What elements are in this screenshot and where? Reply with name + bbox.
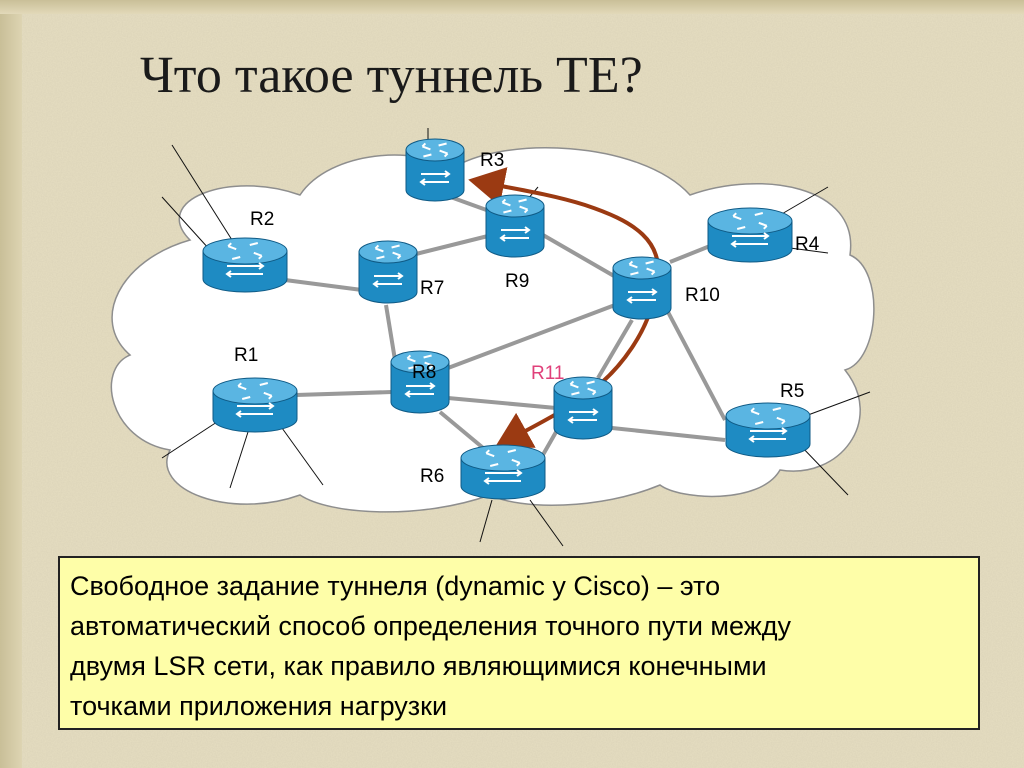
definition-line-3: двумя LSR сети, как правило являющимися … bbox=[70, 651, 767, 681]
link-r11-r5 bbox=[611, 426, 726, 442]
slide-top-border bbox=[0, 0, 1024, 14]
definition-line-1: Свободное задание туннеля (dynamic у Cis… bbox=[70, 571, 721, 601]
router-r11-icon bbox=[553, 376, 613, 440]
external-link-r1-7 bbox=[229, 431, 249, 489]
router-label-r1: R1 bbox=[234, 345, 258, 366]
router-r6-icon bbox=[460, 444, 546, 500]
link-r8-r11 bbox=[447, 396, 557, 410]
router-r2-icon bbox=[202, 237, 288, 293]
external-link-r1-6 bbox=[161, 419, 221, 459]
link-r10-r11 bbox=[596, 318, 634, 380]
router-label-r10: R10 bbox=[685, 285, 720, 306]
link-r7-r9 bbox=[411, 234, 489, 257]
external-link-r6-11 bbox=[479, 499, 493, 543]
external-link-r6-12 bbox=[529, 499, 564, 547]
router-label-r2: R2 bbox=[250, 209, 274, 230]
router-r7-icon bbox=[358, 240, 418, 304]
router-r10-icon bbox=[612, 256, 672, 320]
router-label-r9: R9 bbox=[505, 271, 529, 292]
link-r10-r5 bbox=[666, 311, 727, 421]
definition-line-2: автоматический способ определения точног… bbox=[70, 611, 792, 641]
router-r3-icon bbox=[405, 138, 465, 202]
router-label-r6: R6 bbox=[420, 466, 444, 487]
router-r4-icon bbox=[707, 207, 793, 263]
router-r8-icon bbox=[390, 350, 450, 414]
link-r7-r8 bbox=[384, 304, 397, 361]
definition-line-4: точками приложения нагрузки bbox=[70, 691, 448, 721]
link-r8-r6 bbox=[438, 410, 490, 454]
router-label-r8: R8 bbox=[412, 362, 436, 383]
router-label-r4: R4 bbox=[795, 234, 820, 255]
slide-title: Что такое туннель ТЕ? bbox=[140, 47, 643, 104]
router-r9-icon bbox=[485, 194, 545, 258]
external-link-r2-2 bbox=[161, 196, 211, 251]
router-r1-icon bbox=[212, 377, 298, 433]
router-label-r5: R5 bbox=[780, 381, 804, 402]
external-link-r4-5 bbox=[789, 247, 829, 254]
link-r8-r1 bbox=[295, 390, 393, 397]
external-link-r2-1 bbox=[171, 144, 233, 241]
external-link-r5-9 bbox=[807, 391, 871, 416]
definition-textbox: Свободное задание туннеля (dynamic у Cis… bbox=[58, 556, 980, 730]
external-link-r1-8 bbox=[281, 427, 324, 486]
link-r9-r10 bbox=[541, 233, 616, 278]
external-link-r5-10 bbox=[799, 444, 849, 496]
router-label-r7: R7 bbox=[420, 278, 444, 299]
slide-left-border bbox=[0, 0, 22, 768]
link-r2-r7 bbox=[284, 278, 363, 292]
router-label-r11: R11 bbox=[531, 363, 564, 384]
tunnel-arrow-to-r3 bbox=[468, 167, 661, 291]
router-label-r3: R3 bbox=[480, 150, 504, 171]
link-r8-r10 bbox=[447, 303, 616, 370]
external-link-r4-4 bbox=[779, 186, 829, 216]
link-r10-r4 bbox=[669, 244, 711, 264]
router-r5-icon bbox=[725, 402, 811, 458]
